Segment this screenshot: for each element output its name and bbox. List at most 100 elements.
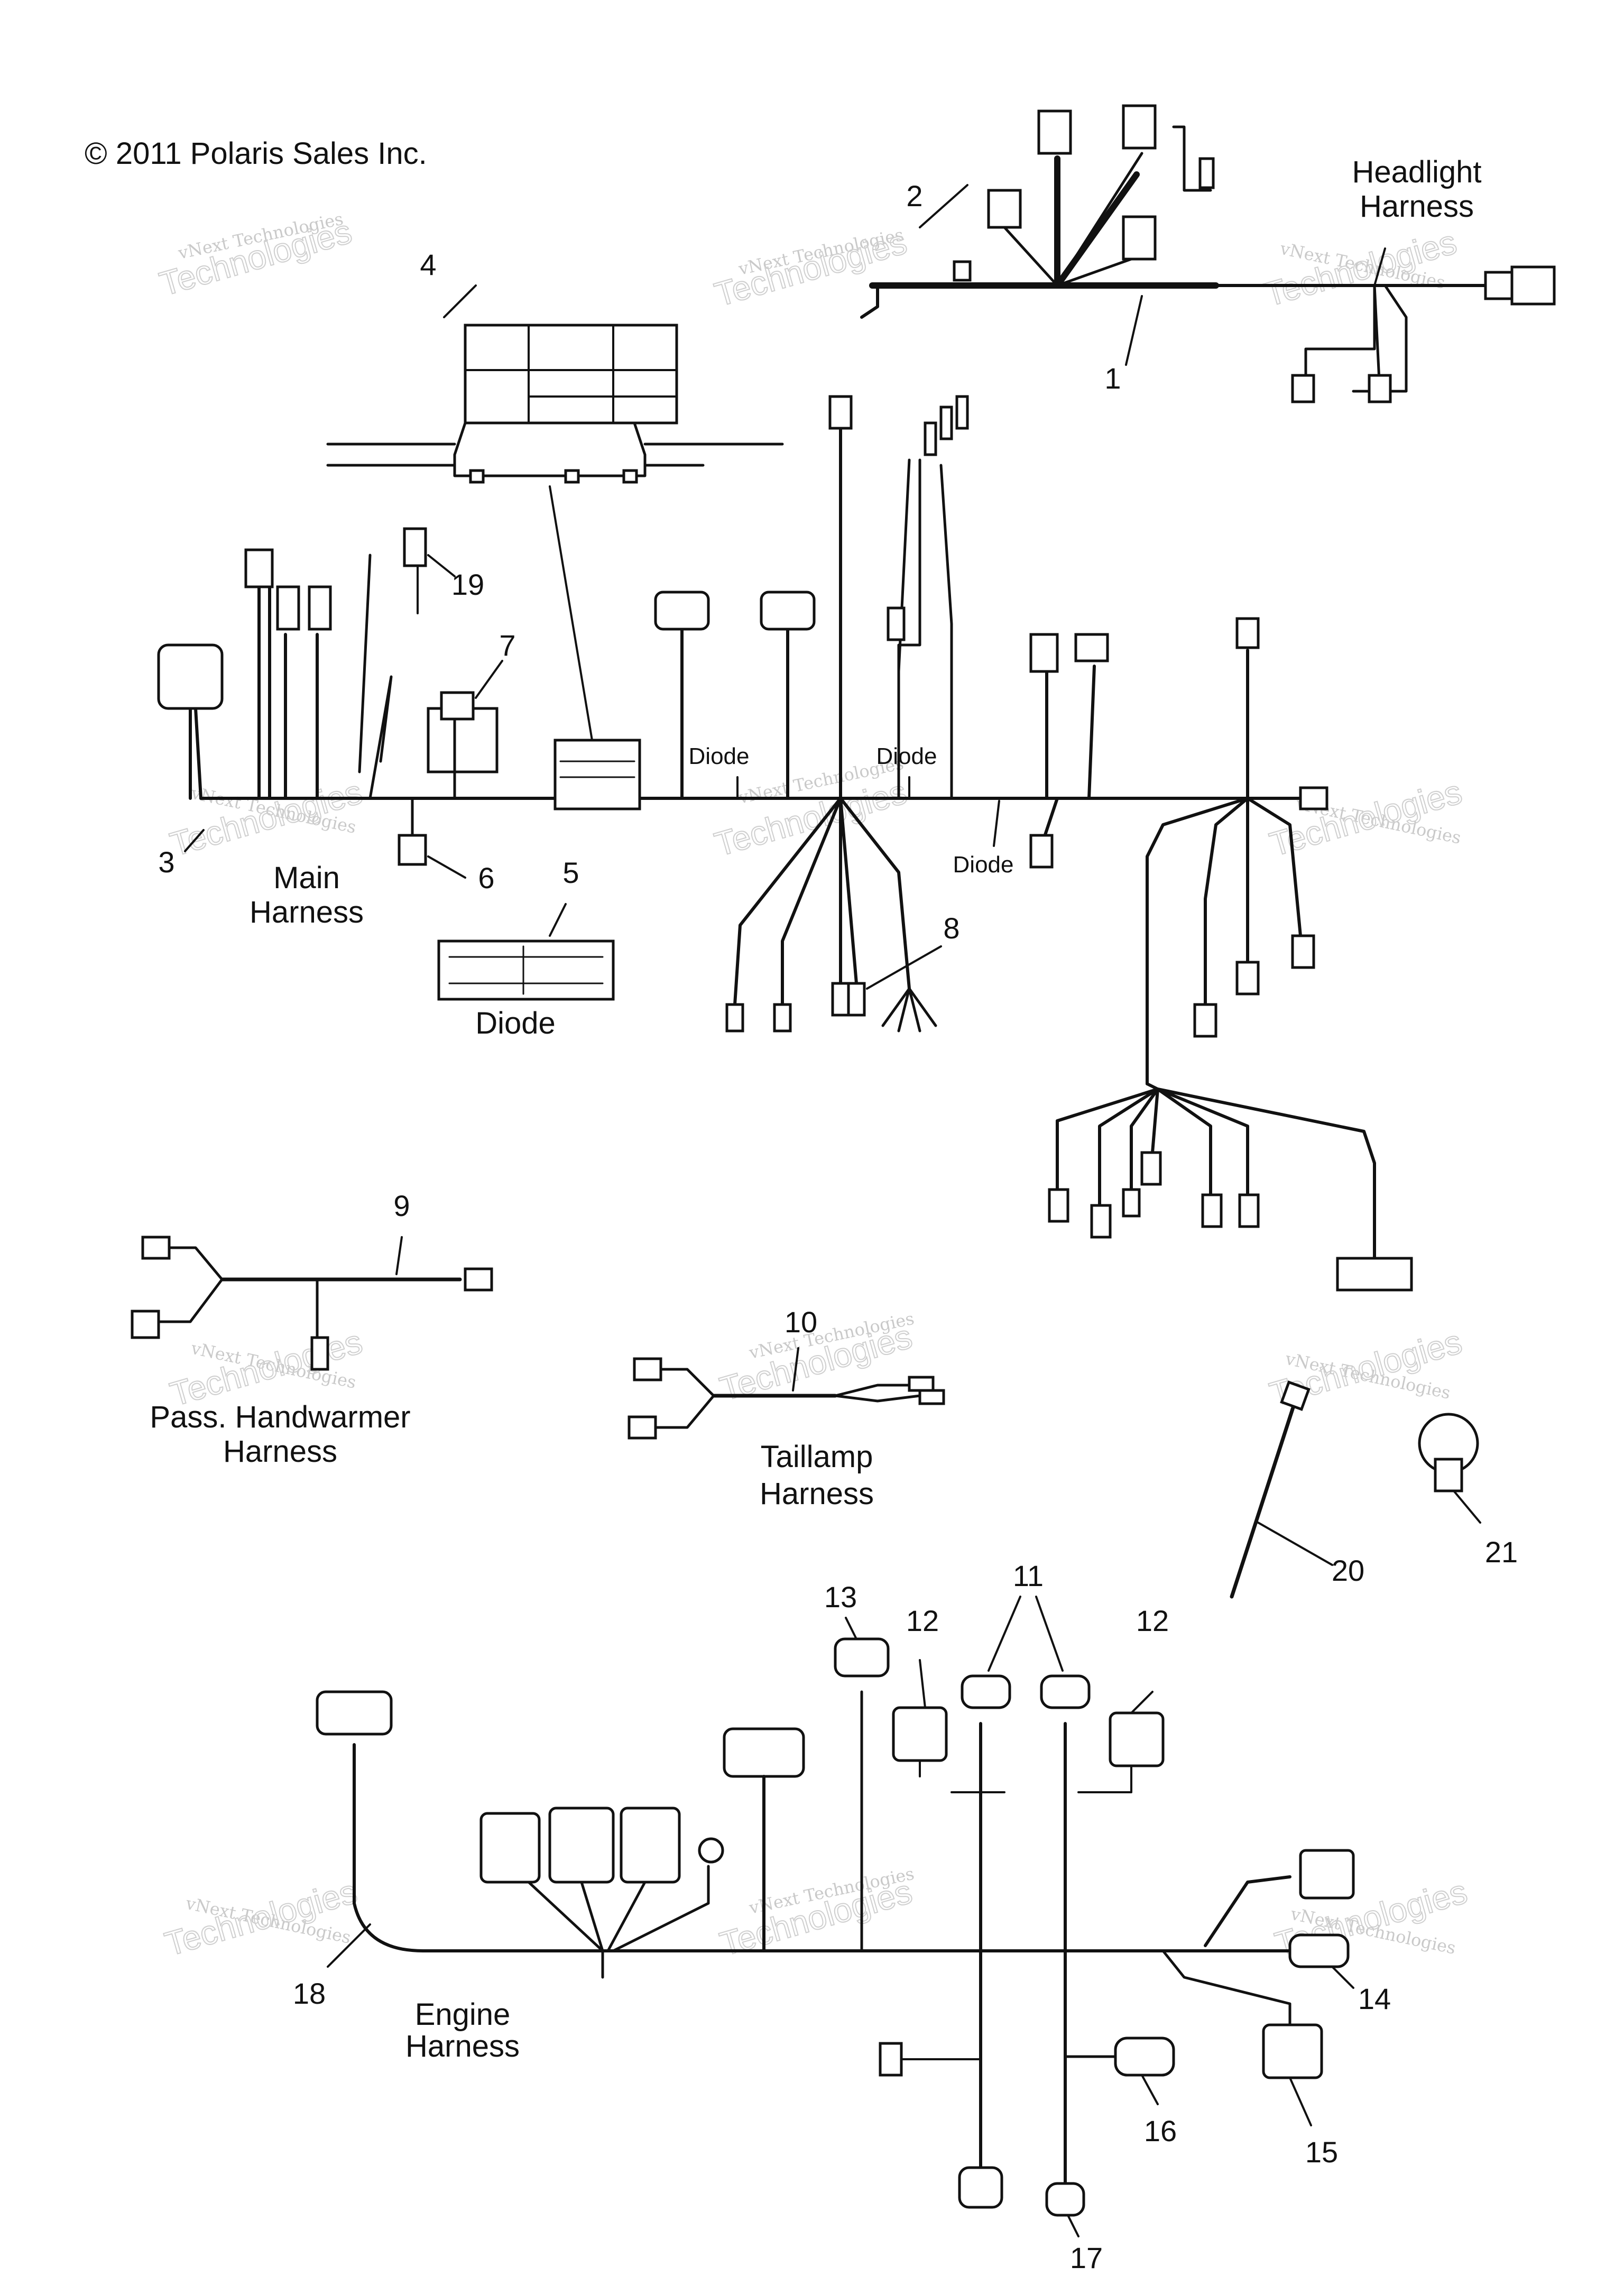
main-tall-connector — [828, 395, 853, 430]
headlight-left-end — [860, 284, 879, 319]
relay-box-straps — [326, 443, 784, 467]
callout-1: 1 — [1104, 362, 1121, 395]
main-pin — [924, 421, 937, 456]
callout-21: 21 — [1485, 1535, 1518, 1569]
watermark-outline: Technologies — [1260, 223, 1461, 314]
taillamp-harness — [628, 1347, 945, 1440]
engine-caption-2: Harness — [405, 2029, 520, 2063]
main-lower-fan — [1146, 797, 1302, 1085]
headlight-connector-b — [1122, 104, 1157, 150]
main-lower-left-fan — [733, 797, 911, 1006]
main-fan-connector-c — [1291, 934, 1315, 969]
part-11-leads — [979, 1722, 1067, 2185]
coil-b — [548, 1807, 615, 1884]
part-8-connector — [773, 1003, 792, 1033]
part-20-21 — [1230, 1380, 1481, 1599]
main-connector-d — [1029, 633, 1059, 673]
leader-3 — [184, 829, 205, 852]
callout-10: 10 — [785, 1305, 817, 1339]
main-mid-branches — [897, 458, 953, 800]
main-upper-branches — [680, 622, 789, 800]
main-right-branches — [1040, 665, 1096, 847]
part-14-connector — [1288, 1933, 1350, 1968]
callout-6: 6 — [478, 861, 494, 895]
main-pin — [955, 395, 969, 430]
relay-box — [326, 284, 784, 741]
part-8-connector — [847, 982, 866, 1017]
main-connector-a — [244, 548, 274, 588]
handwarmer-connector-d — [310, 1336, 329, 1371]
leader-10 — [792, 1347, 799, 1392]
relay-box-foot — [564, 469, 580, 484]
main-thin-branches — [358, 554, 393, 800]
ring-terminal — [698, 1837, 724, 1864]
main-bottom-connector — [1090, 1204, 1112, 1239]
taillamp-pin-b — [918, 1389, 945, 1405]
leader-8 — [866, 945, 942, 990]
leader-6 — [427, 855, 466, 879]
callout-16: 16 — [1144, 2114, 1177, 2148]
leader-headlight — [1373, 247, 1386, 287]
diode-body — [437, 939, 615, 1001]
callout-14: 14 — [1358, 1982, 1391, 2015]
part-19-connector — [403, 527, 427, 567]
taillamp-pin-a — [908, 1376, 935, 1392]
coil-leads — [527, 1865, 710, 1979]
leader-7 — [475, 660, 503, 699]
taillamp-branches — [654, 1368, 921, 1429]
engine-caption-1: Engine — [415, 1997, 511, 2032]
headlight-sub-connector-a — [1291, 374, 1315, 403]
part-8-connector — [725, 1003, 744, 1033]
callout-13: 13 — [824, 1580, 857, 1614]
taillamp-caption-1: Taillamp — [761, 1440, 873, 1474]
diode-leaders — [736, 776, 1000, 847]
main-bottom-end-connector — [1336, 1257, 1413, 1292]
callout-12-right: 12 — [1136, 1604, 1169, 1637]
diode-label-c: Diode — [953, 852, 1014, 878]
part-11-connector-left — [961, 1674, 1011, 1709]
main-upper-connector-a — [654, 591, 710, 631]
part-8-connector — [831, 982, 850, 1017]
handwarmer-connector-c — [464, 1267, 493, 1292]
main-bottom-connector — [1201, 1193, 1223, 1228]
headlight-branch-e — [1056, 152, 1143, 287]
engine-harness — [316, 1596, 1355, 2237]
leader-14 — [1331, 1966, 1354, 1989]
leader-21 — [1453, 1490, 1481, 1524]
headlight-pin — [1198, 157, 1215, 189]
diode-caption: Diode — [475, 1006, 556, 1040]
leader-4 — [443, 284, 477, 318]
main-left-branch — [189, 702, 202, 800]
diode-part — [437, 903, 615, 1001]
leader-2 — [919, 184, 968, 228]
callout-4: 4 — [420, 248, 436, 281]
engine-small-connector — [879, 2042, 903, 2077]
main-caption-1: Main — [273, 861, 340, 895]
main-connector-c — [308, 585, 332, 631]
leader-4-to-main — [549, 485, 593, 741]
main-left-connector — [157, 643, 224, 710]
headlight-connector-c — [987, 189, 1022, 229]
callout-5: 5 — [562, 856, 579, 889]
headlight-caption-1: Headlight — [1352, 155, 1481, 189]
leader-20 — [1257, 1522, 1333, 1566]
part-13-connector — [834, 1637, 890, 1678]
part-16-connector — [1114, 2037, 1175, 2077]
coil-c — [620, 1807, 681, 1884]
relay-box-foot — [622, 469, 638, 484]
main-bottom-fan — [1056, 1088, 1376, 1260]
handwarmer-harness — [131, 1236, 493, 1371]
part-12-left-lead — [919, 1659, 1005, 1793]
callout-17: 17 — [1070, 2241, 1103, 2274]
callout-15: 15 — [1305, 2135, 1338, 2169]
main-upper-connector-b — [760, 591, 816, 631]
headlight-harness — [860, 104, 1556, 403]
leader-9 — [395, 1236, 403, 1275]
callout-12-left: 12 — [906, 1604, 939, 1637]
headlight-end-connector — [1510, 265, 1556, 306]
main-bottom-connector — [1048, 1188, 1069, 1223]
engine-right-branch — [1204, 1875, 1291, 1947]
main-fan-connector-a — [1193, 1003, 1217, 1038]
part-6-connector — [398, 834, 427, 866]
diode-label-a: Diode — [689, 743, 750, 769]
